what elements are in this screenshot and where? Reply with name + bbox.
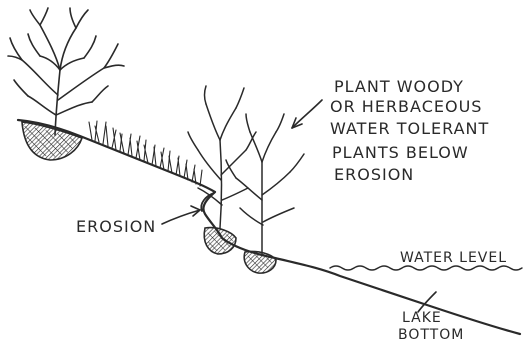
middle-shrub [188,86,256,228]
water-level-line [330,266,522,270]
left-shrub [8,8,124,135]
right-shrub [226,114,304,255]
erosion-label: EROSION [76,217,156,236]
instruction-arrow [292,100,322,128]
herbaceous-grass [89,121,202,186]
instruction-label: PLANT WOODY OR HERBACEOUS WATER TOLERANT… [330,77,495,184]
erosion-arrow [162,210,200,224]
water-level-label: WATER LEVEL [400,250,507,266]
